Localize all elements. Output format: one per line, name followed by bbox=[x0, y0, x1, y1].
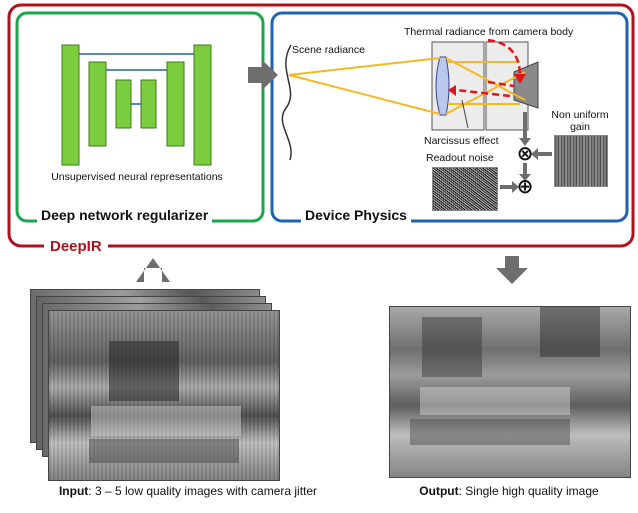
regularizer-frame bbox=[15, 11, 265, 223]
scene-radiance-label: Scene radiance bbox=[292, 44, 365, 56]
thermal-ray-1 bbox=[487, 38, 522, 77]
ray-2 bbox=[288, 74, 441, 115]
multiply-to-add-head bbox=[519, 174, 531, 181]
decoder-block-2 bbox=[166, 61, 185, 147]
unet-network bbox=[61, 44, 212, 166]
encoder-block-3 bbox=[115, 79, 132, 129]
ray-3 bbox=[445, 57, 526, 101]
sensor-to-multiply-head bbox=[519, 138, 531, 146]
thermal-arrowhead-1 bbox=[514, 74, 526, 84]
encoder-block-1 bbox=[61, 44, 80, 166]
gain-to-multiply-head bbox=[531, 148, 538, 160]
readout-noise-label: Readout noise bbox=[426, 152, 494, 164]
output-caption-text: : Single high quality image bbox=[458, 484, 599, 498]
input-caption-text: : 3 – 5 low quality images with camera j… bbox=[88, 484, 318, 498]
deepir-frame bbox=[7, 3, 635, 248]
encoder-block-2 bbox=[88, 61, 107, 147]
nonuniform-gain-label: Non uniform gain bbox=[551, 109, 609, 133]
narcissus-arrowhead bbox=[448, 85, 456, 96]
thermal-radiance-label: Thermal radiance from camera body bbox=[404, 26, 574, 38]
physics-title: Device Physics bbox=[301, 207, 411, 223]
noise-to-add-head bbox=[512, 181, 519, 193]
input-caption-bold: Input bbox=[58, 484, 89, 498]
unsupervised-label: Unsupervised neural representations bbox=[51, 171, 223, 183]
thermal-ray-2 bbox=[487, 80, 515, 88]
physics-frame bbox=[270, 11, 629, 223]
readout-noise-image bbox=[432, 167, 498, 211]
nonuniform-gain-image bbox=[554, 135, 608, 187]
narcissus-label: Narcissus effect bbox=[424, 135, 499, 147]
decoder-block-1 bbox=[193, 44, 212, 166]
output-caption-bold: Output bbox=[419, 484, 459, 498]
add-icon: ⊕ bbox=[516, 176, 534, 198]
regularizer-title: Deep network regularizer bbox=[37, 207, 213, 223]
ray-1 bbox=[288, 57, 441, 76]
deepir-title: DeepIR bbox=[44, 238, 108, 255]
input-image-stack bbox=[30, 289, 280, 481]
narcissus-ray bbox=[455, 88, 511, 98]
output-down-arrow bbox=[496, 256, 528, 284]
input-up-arrow bbox=[136, 258, 170, 282]
input-frame-1 bbox=[48, 310, 280, 481]
regularizer-to-physics-arrow bbox=[248, 60, 278, 90]
output-caption: Output: Single high quality image bbox=[384, 484, 634, 499]
lens bbox=[435, 56, 450, 116]
multiply-icon: ⊗ bbox=[516, 143, 534, 165]
scene-curve bbox=[281, 44, 292, 161]
narcissus-pointer bbox=[461, 99, 469, 129]
decoder-block-3 bbox=[140, 79, 157, 129]
input-caption: Input: 3 – 5 low quality images with cam… bbox=[58, 484, 318, 499]
output-image bbox=[389, 306, 631, 478]
